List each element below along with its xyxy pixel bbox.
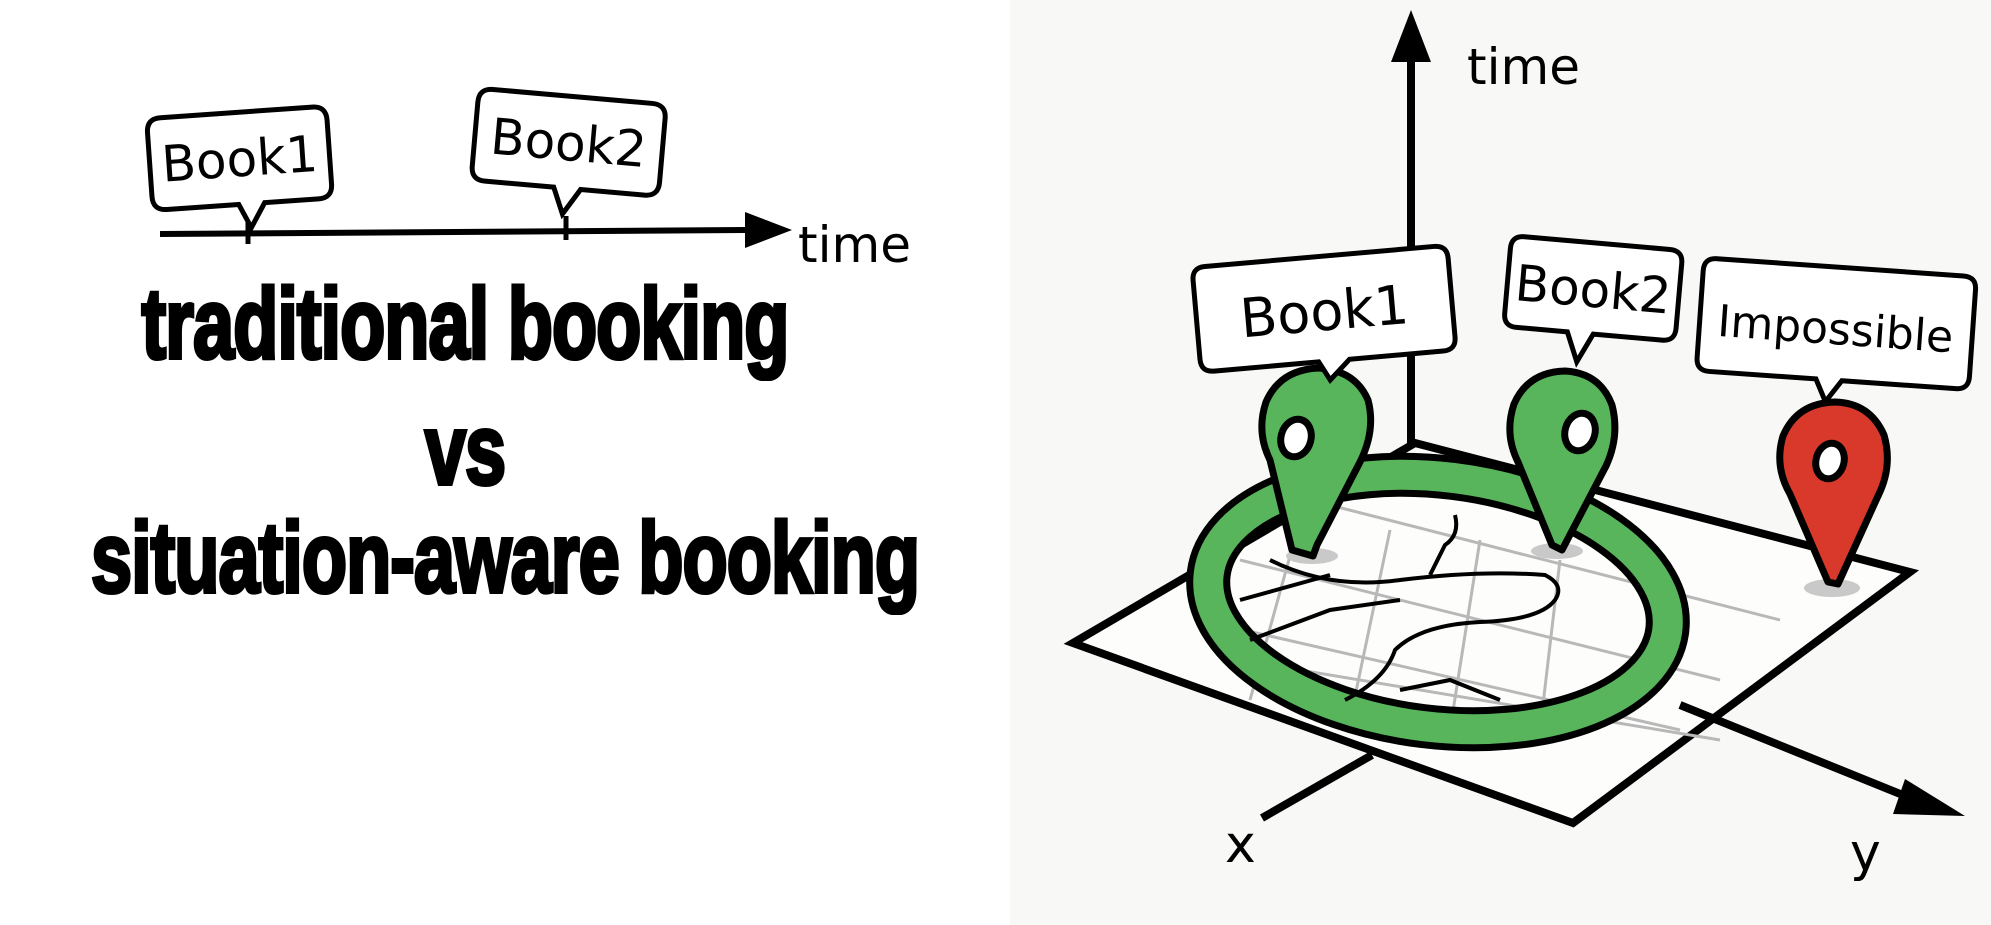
headline-vs: vs	[423, 391, 507, 507]
spacetime-callout-impossible: Impossible	[1694, 256, 1979, 407]
timeline-callout-book2: Book2	[469, 86, 668, 220]
spacetime-callout-book1: Book1	[1190, 243, 1458, 385]
timeline-callout-book1-label: Book1	[160, 125, 320, 194]
spacetime-y-label: y	[1850, 823, 1881, 883]
timeline-callout-book2-label: Book2	[488, 108, 649, 179]
spacetime-y-axis	[1678, 701, 1937, 812]
headline-situation-aware: situation-aware booking	[89, 499, 921, 615]
spacetime-callout-book1-label: Book1	[1238, 273, 1412, 350]
map-roads	[1239, 514, 1561, 702]
spacetime-diagram: time y x	[1063, 10, 1979, 883]
pin-impossible	[1776, 398, 1891, 588]
service-area-ring-fill	[1193, 459, 1683, 745]
headline-traditional: traditional booking	[140, 265, 791, 381]
timeline-axis-label: time	[798, 216, 911, 274]
spacetime-time-label: time	[1467, 38, 1580, 96]
timeline-arrowhead	[745, 212, 792, 248]
pin-book2	[1506, 367, 1619, 554]
timeline-axis	[159, 227, 746, 237]
spacetime-x-label: x	[1225, 815, 1256, 875]
spacetime-callout-book2-label: Book2	[1513, 254, 1674, 325]
pin-shadow-impossible	[1804, 579, 1860, 597]
spacetime-x-axis	[1260, 751, 1374, 822]
spacetime-y-arrowhead	[1893, 779, 1965, 816]
traditional-timeline: time Book1 Book2	[144, 86, 911, 274]
spacetime-callout-book2: Book2	[1502, 234, 1685, 368]
timeline-callout-book1: Book1	[144, 104, 335, 233]
spacetime-time-arrowhead	[1391, 10, 1431, 62]
